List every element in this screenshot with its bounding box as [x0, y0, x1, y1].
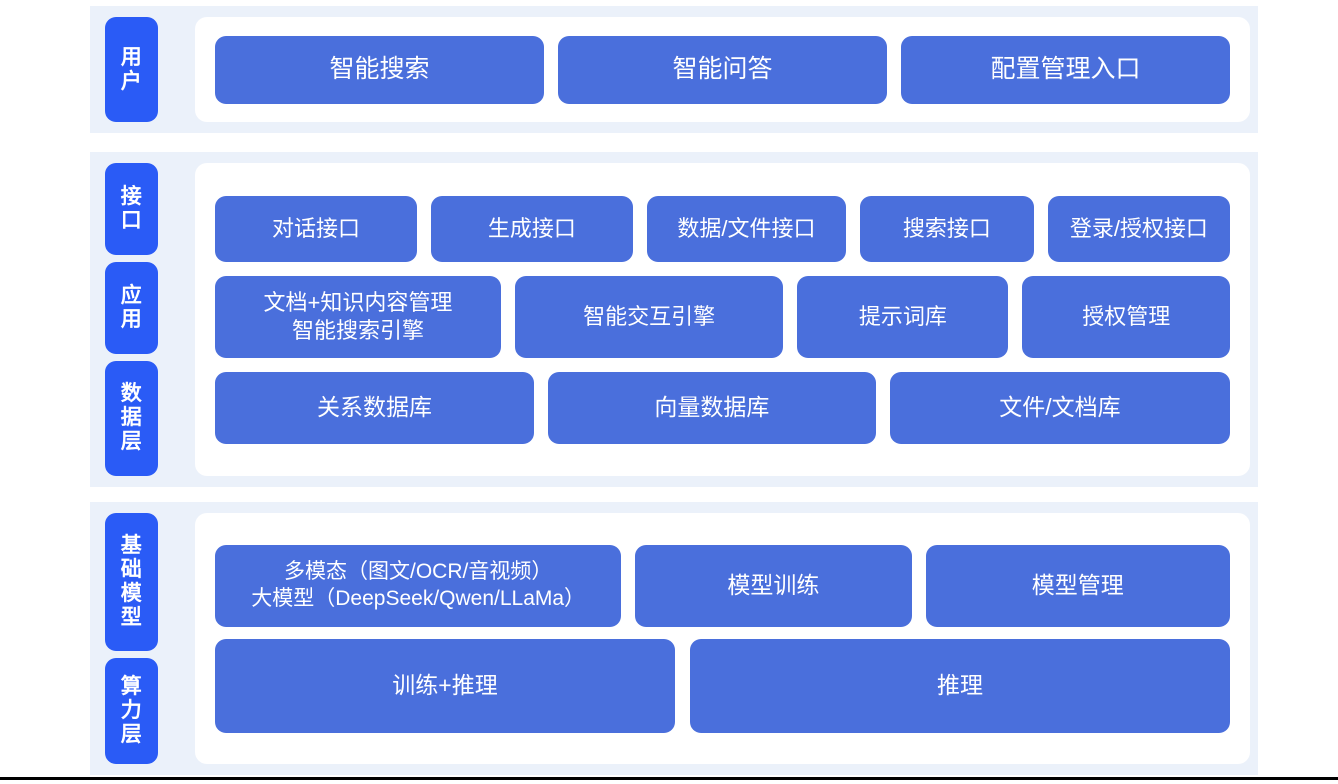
row-model: 多模态（图文/OCR/音视频） 大模型（DeepSeek/Qwen/LLaMa）… — [215, 544, 1230, 627]
box-inference[interactable]: 推理 — [690, 638, 1230, 733]
box-training-inference[interactable]: 训练+推理 — [215, 638, 676, 733]
box-multimodal-large-model[interactable]: 多模态（图文/OCR/音视频） 大模型（DeepSeek/Qwen/LLaMa） — [215, 544, 622, 627]
section-user: 用户 智能搜索 智能问答 配置管理入口 — [90, 6, 1258, 133]
box-data-file-interface[interactable]: 数据/文件接口 — [646, 195, 846, 262]
box-document-knowledge-management[interactable]: 文档+知识内容管理 智能搜索引擎 — [215, 275, 501, 358]
box-intelligent-search[interactable]: 智能搜索 — [215, 35, 544, 104]
layer-label-compute[interactable]: 算力层 — [105, 658, 158, 764]
layer-label-application[interactable]: 应用 — [105, 261, 158, 354]
layer-label-foundation-model[interactable]: 基础模型 — [105, 513, 158, 651]
bottom-divider — [0, 777, 1338, 780]
box-model-training[interactable]: 模型训练 — [635, 544, 912, 627]
row-data: 关系数据库 向量数据库 文件/文档库 — [215, 371, 1230, 444]
layer-label-interface[interactable]: 接口 — [105, 163, 158, 255]
label-column-platform: 接口 应用 数据层 — [105, 163, 158, 476]
box-search-interface[interactable]: 搜索接口 — [860, 195, 1034, 262]
panel-user: 智能搜索 智能问答 配置管理入口 — [195, 17, 1250, 122]
layer-label-user-text: 用户 — [120, 45, 143, 93]
label-column-foundation: 基础模型 算力层 — [105, 513, 158, 764]
layer-label-user[interactable]: 用户 — [105, 17, 158, 122]
layer-label-data[interactable]: 数据层 — [105, 360, 158, 476]
layer-label-interface-text: 接口 — [120, 184, 143, 232]
row-application: 文档+知识内容管理 智能搜索引擎 智能交互引擎 提示词库 授权管理 — [215, 275, 1230, 358]
box-generation-interface[interactable]: 生成接口 — [430, 195, 633, 262]
label-column-user: 用户 — [105, 17, 158, 122]
box-file-document-store[interactable]: 文件/文档库 — [889, 371, 1230, 444]
box-authorization-management[interactable]: 授权管理 — [1022, 275, 1230, 358]
layer-label-compute-text: 算力层 — [120, 675, 143, 746]
row-interface: 对话接口 生成接口 数据/文件接口 搜索接口 登录/授权接口 — [215, 195, 1230, 262]
section-platform: 接口 应用 数据层 对话接口 生成接口 数据/文件接口 搜索接口 登录/授权接口… — [90, 152, 1258, 487]
box-model-management[interactable]: 模型管理 — [925, 544, 1230, 627]
panel-platform: 对话接口 生成接口 数据/文件接口 搜索接口 登录/授权接口 文档+知识内容管理… — [195, 163, 1250, 476]
box-vector-database[interactable]: 向量数据库 — [547, 371, 876, 444]
box-intelligent-interaction-engine[interactable]: 智能交互引擎 — [514, 275, 784, 358]
box-dialog-interface[interactable]: 对话接口 — [215, 195, 417, 262]
layer-label-application-text: 应用 — [120, 283, 143, 331]
row-compute: 训练+推理 推理 — [215, 638, 1230, 733]
box-login-auth-interface[interactable]: 登录/授权接口 — [1047, 195, 1230, 262]
layer-label-foundation-model-text: 基础模型 — [120, 534, 143, 629]
panel-foundation: 多模态（图文/OCR/音视频） 大模型（DeepSeek/Qwen/LLaMa）… — [195, 513, 1250, 764]
layer-label-data-text: 数据层 — [120, 382, 143, 454]
row-user: 智能搜索 智能问答 配置管理入口 — [215, 35, 1230, 104]
section-foundation: 基础模型 算力层 多模态（图文/OCR/音视频） 大模型（DeepSeek/Qw… — [90, 502, 1258, 775]
box-intelligent-qa[interactable]: 智能问答 — [558, 35, 887, 104]
box-config-management-entry[interactable]: 配置管理入口 — [901, 35, 1230, 104]
box-relational-database[interactable]: 关系数据库 — [215, 371, 534, 444]
box-prompt-library[interactable]: 提示词库 — [797, 275, 1009, 358]
